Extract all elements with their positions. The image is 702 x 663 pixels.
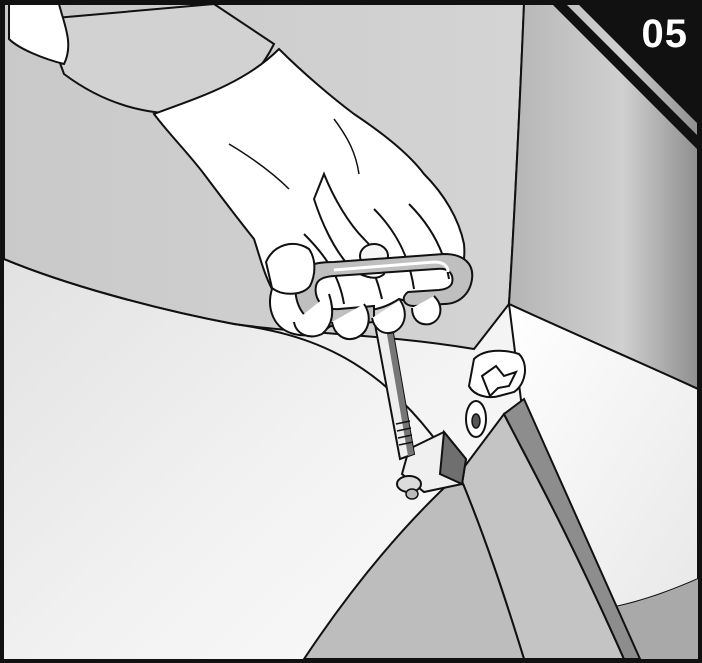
step-badge: 05 — [538, 4, 698, 134]
step-number: 05 — [642, 12, 689, 56]
